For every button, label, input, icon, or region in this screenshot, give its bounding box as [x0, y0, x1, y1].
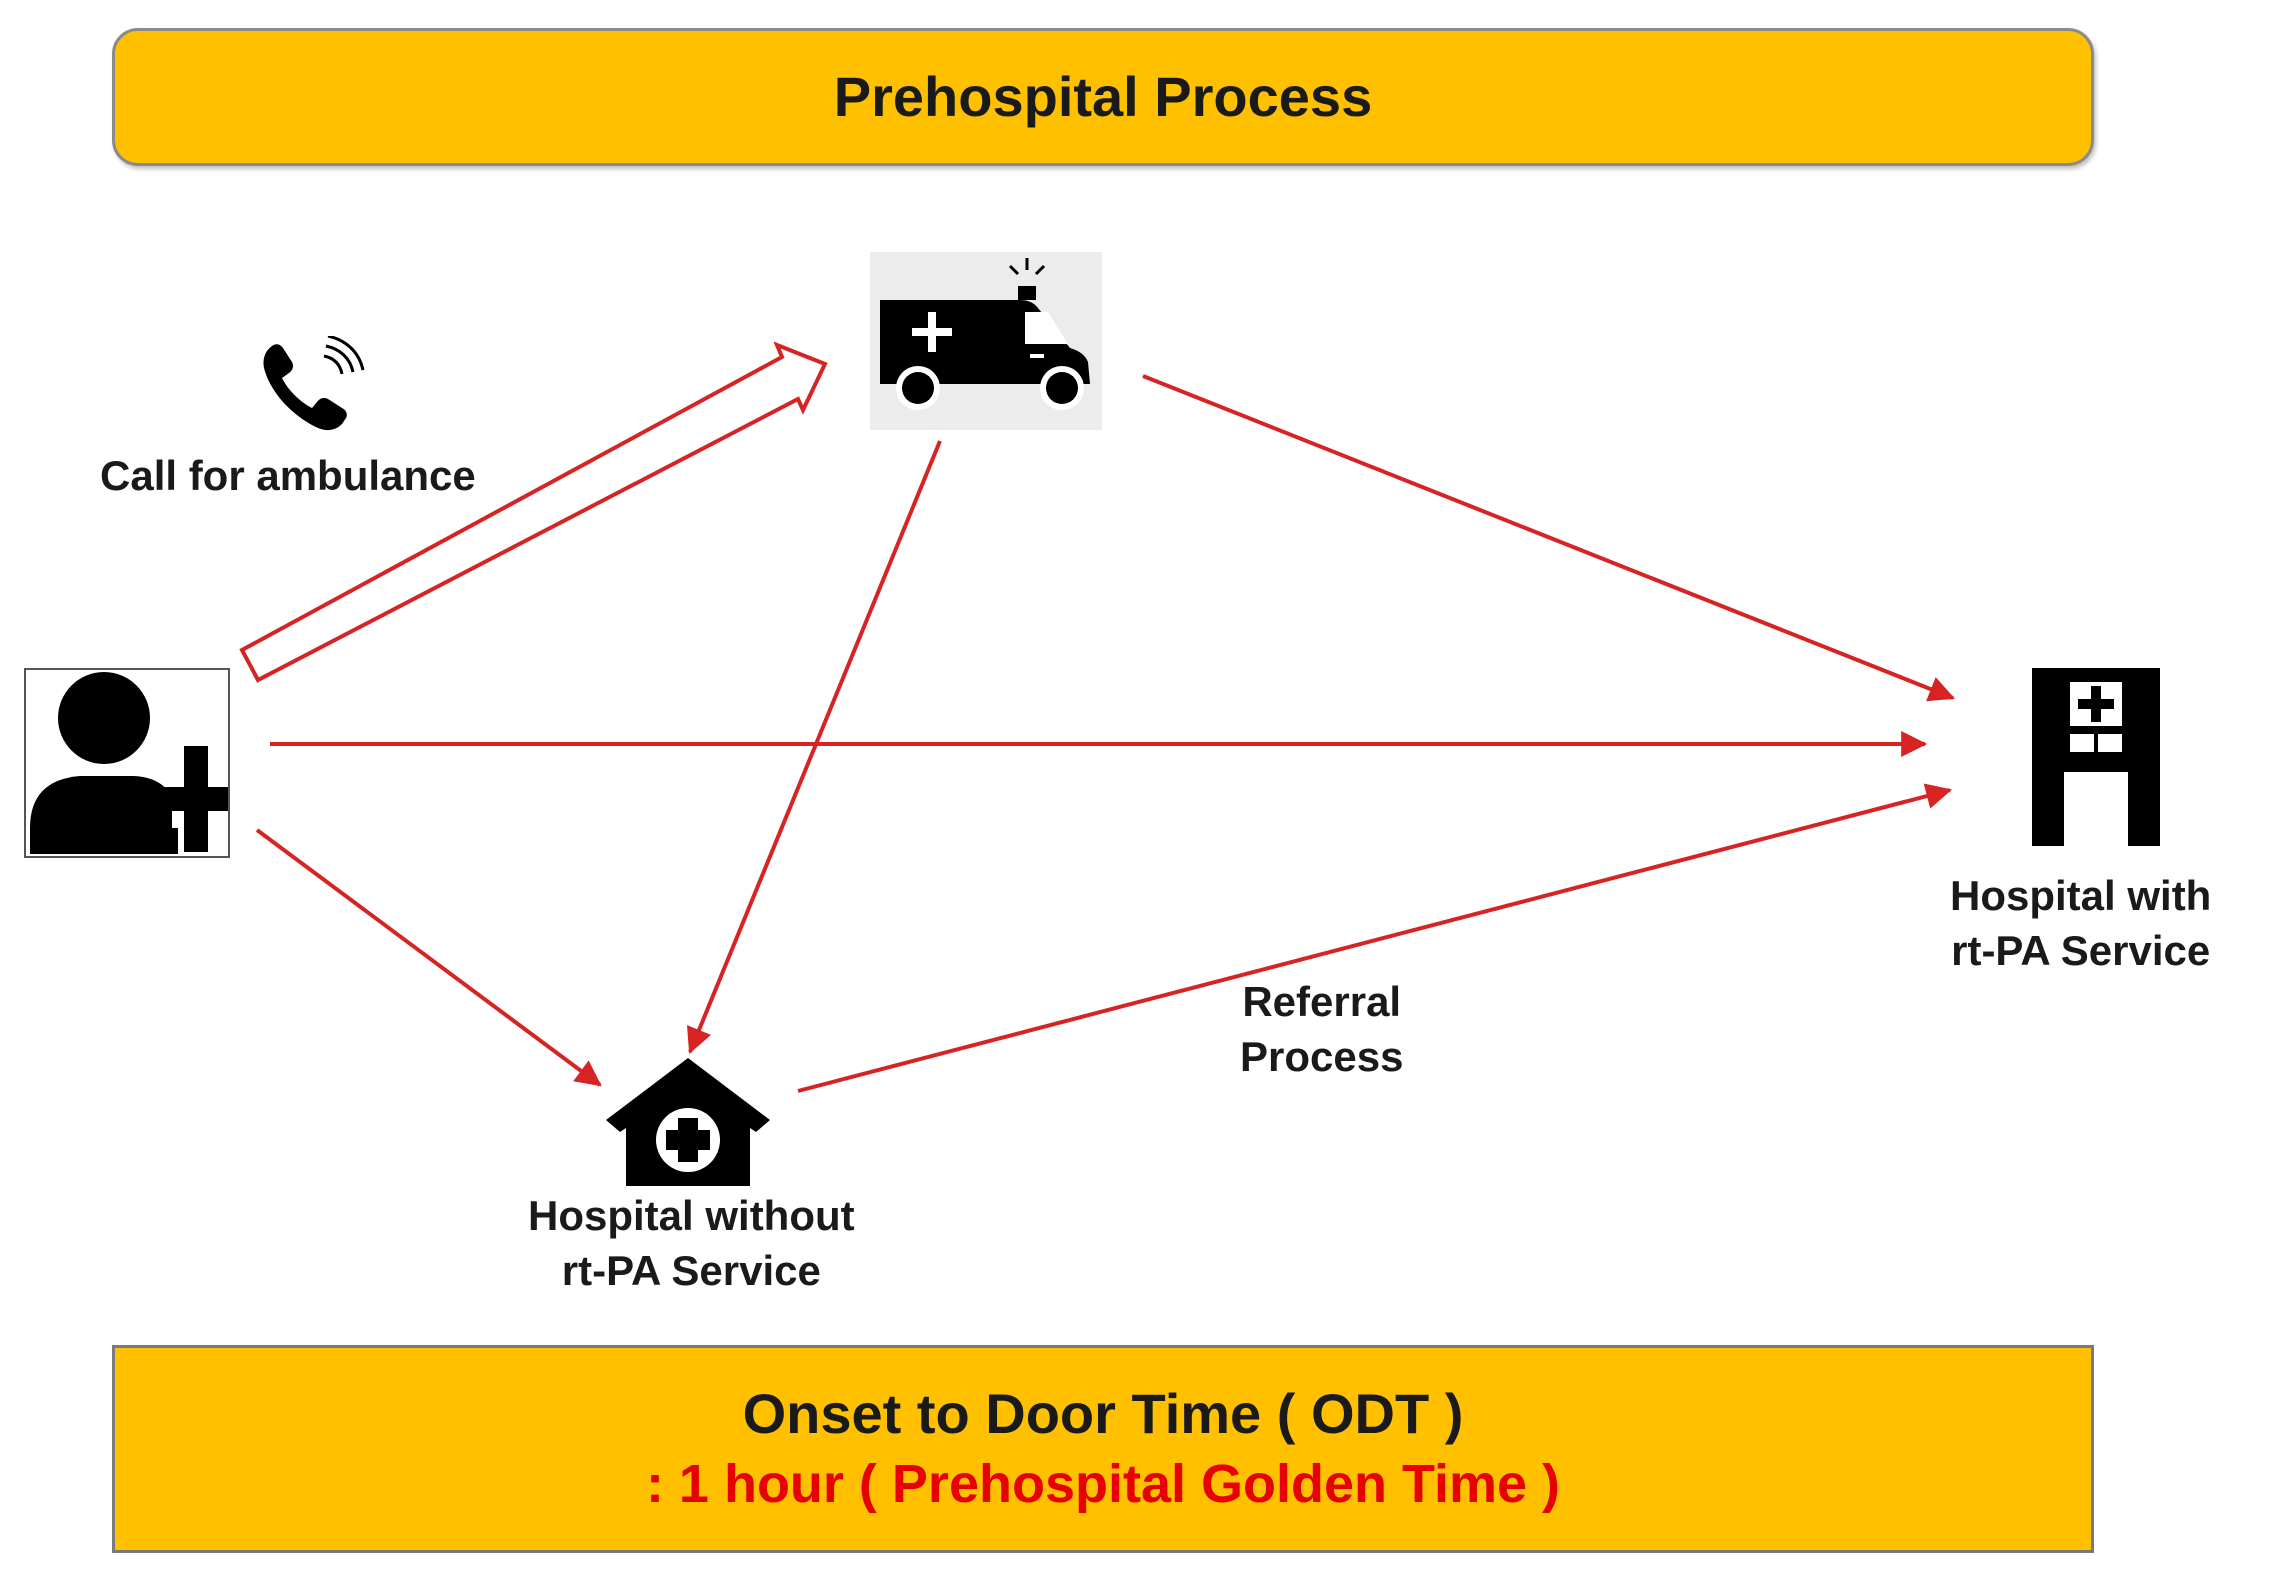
hospital-with-line1: Hospital with	[1950, 872, 2212, 919]
arrow-referral-to-hospital-with	[797, 783, 1953, 1093]
hospital-with-line2: rt-PA Service	[1951, 927, 2211, 974]
page-title: Prehospital Process	[833, 65, 1373, 129]
header-banner: Prehospital Process	[112, 28, 2094, 166]
arrow-ambulance-to-hospital-without	[686, 440, 942, 1055]
arrow-ambulance-to-hospital-with	[1142, 374, 1956, 702]
phone-icon	[263, 336, 365, 431]
hospital-building-icon	[2032, 668, 2160, 846]
clinic-icon	[606, 1058, 770, 1186]
footer-banner: Onset to Door Time ( ODT ) : 1 hour ( Pr…	[112, 1345, 2094, 1553]
referral-line1: Referral	[1242, 978, 1402, 1025]
hospital-without-line1: Hospital without	[528, 1192, 855, 1239]
odt-subtitle: : 1 hour ( Prehospital Golden Time )	[645, 1453, 1561, 1514]
arrow-patient-to-hospital-without	[255, 828, 602, 1087]
arrow-call-to-ambulance	[239, 341, 828, 683]
ambulance-icon	[870, 252, 1102, 430]
hospital-with-label: Hospital with rt-PA Service	[1950, 868, 2211, 978]
call-label: Call for ambulance	[100, 452, 476, 499]
odt-title: Onset to Door Time ( ODT )	[742, 1381, 1464, 1445]
hospital-without-line2: rt-PA Service	[561, 1247, 821, 1294]
patient-icon	[24, 668, 230, 858]
hospital-without-label: Hospital without rt-PA Service	[528, 1188, 855, 1298]
referral-label: Referral Process	[1240, 974, 1403, 1084]
referral-line2: Process	[1240, 1033, 1404, 1080]
